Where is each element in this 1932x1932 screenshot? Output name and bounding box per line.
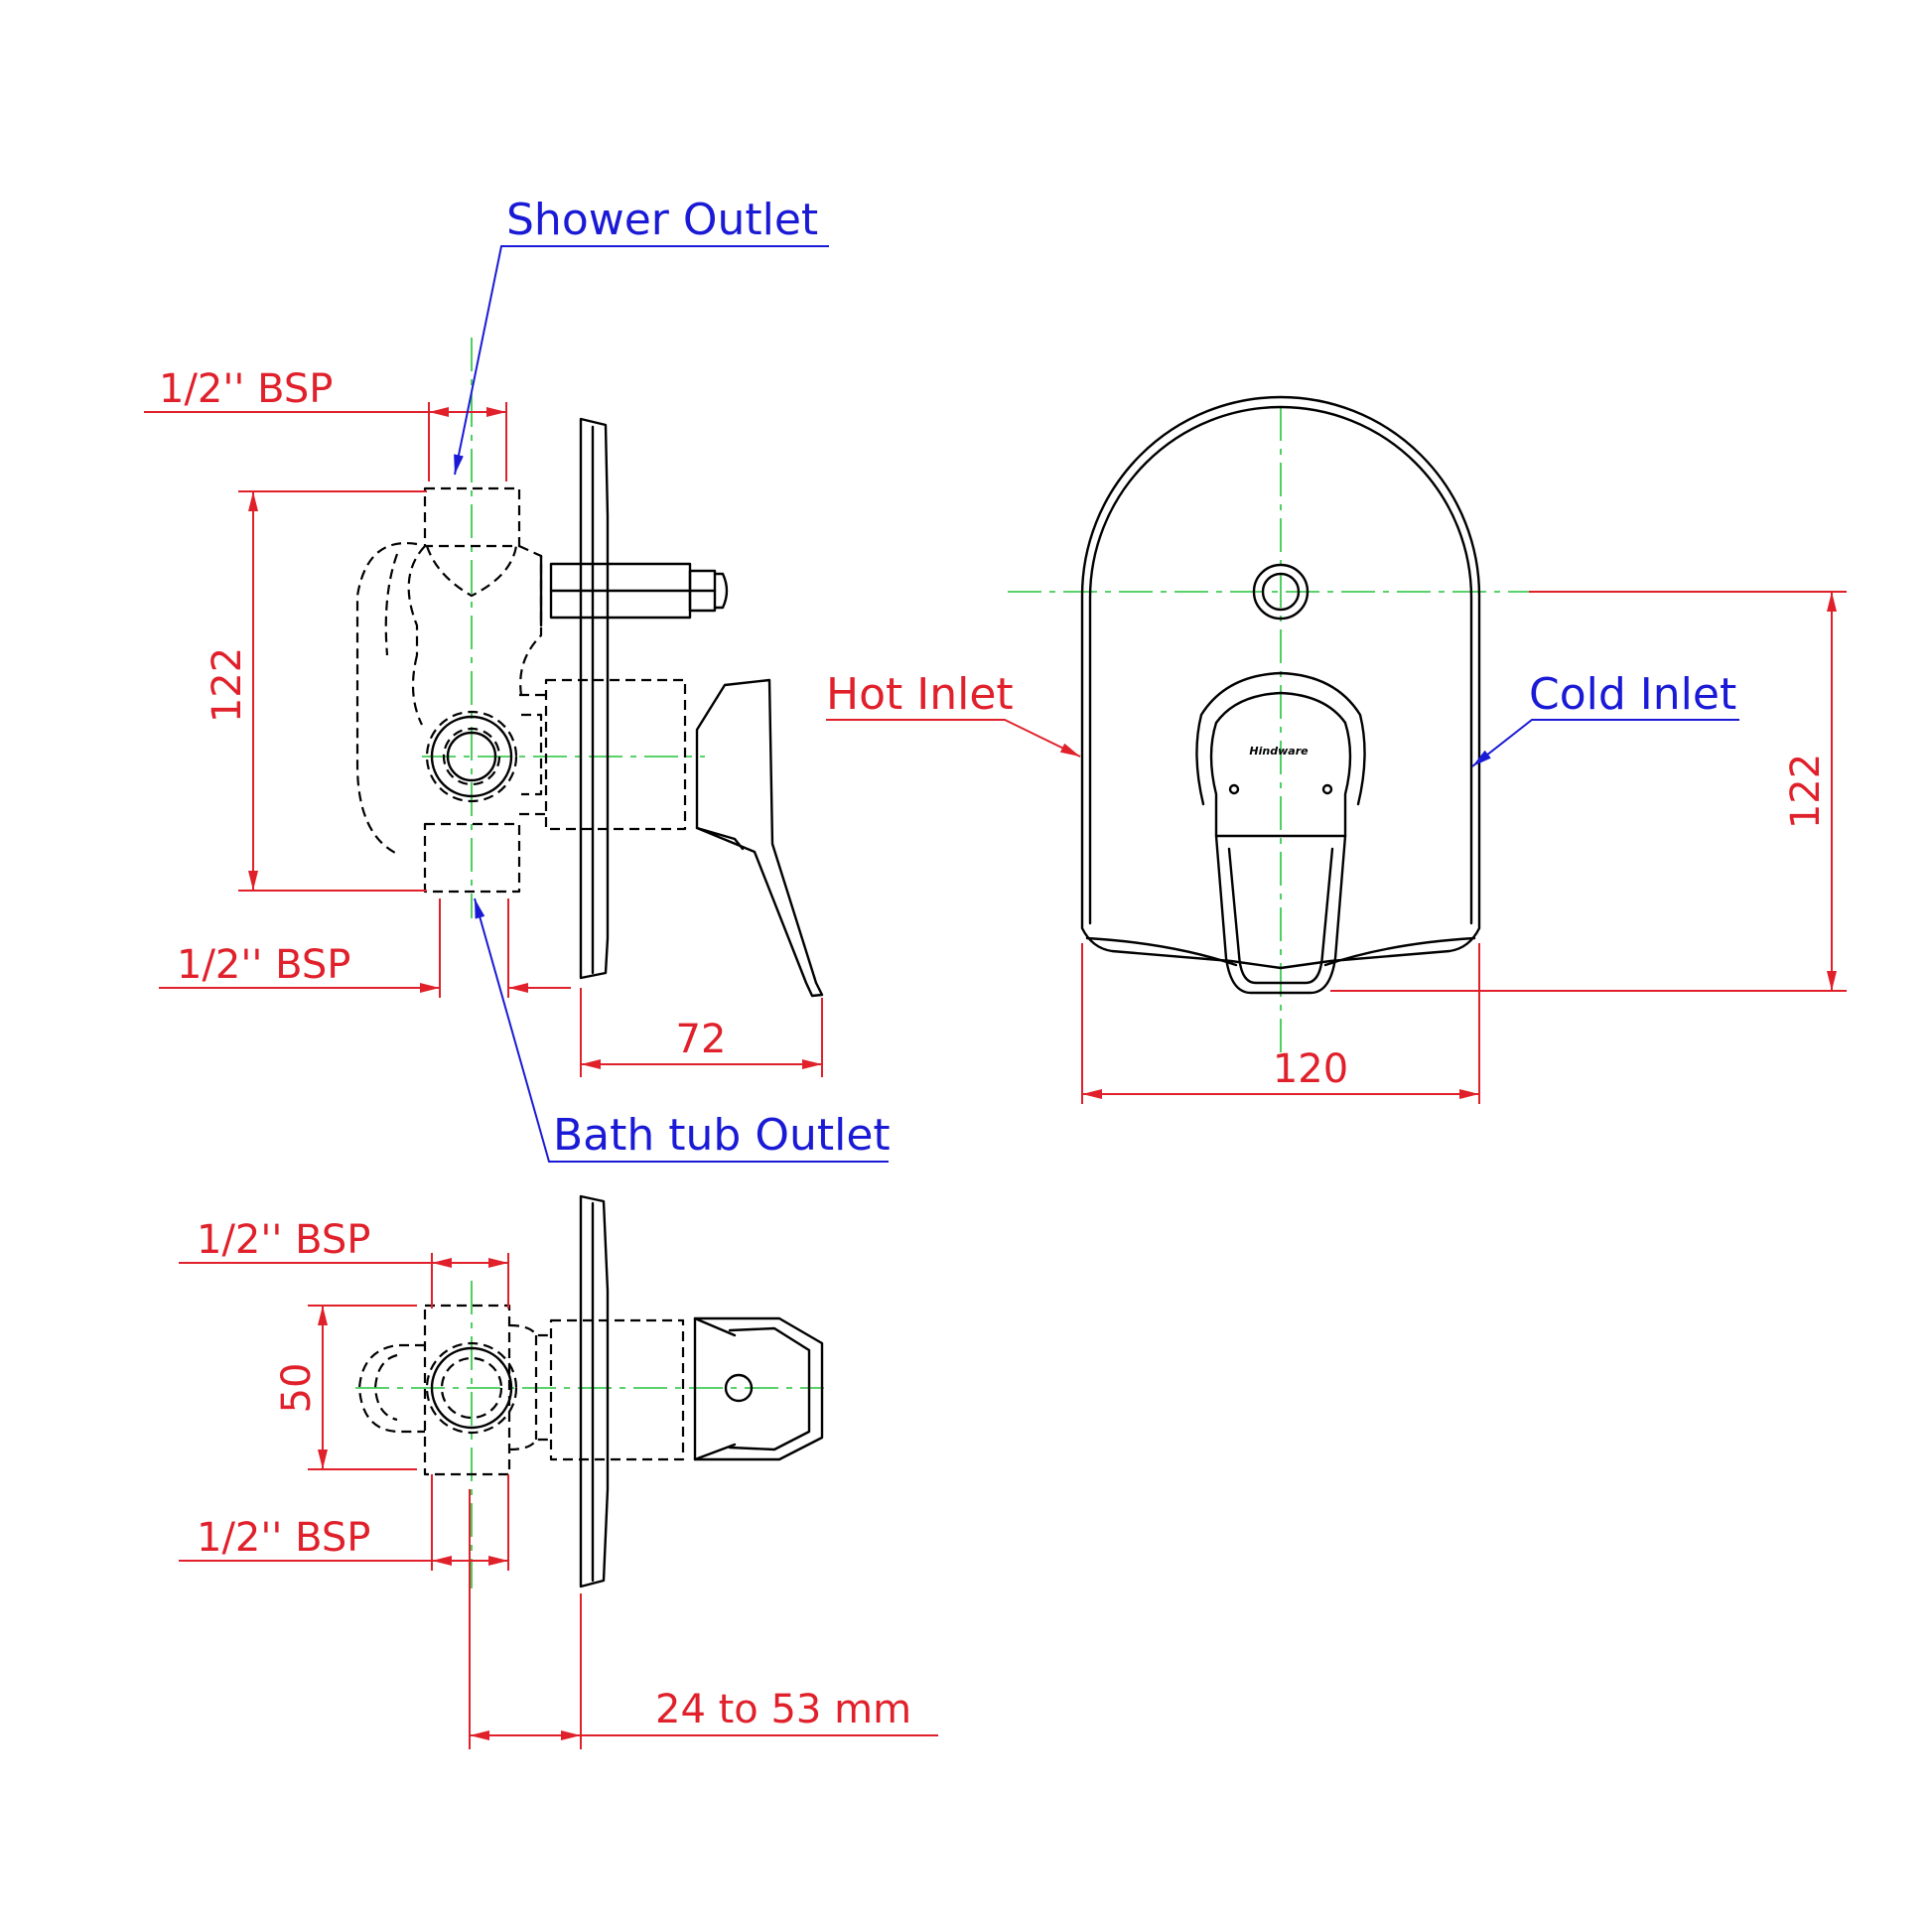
top-view-centerlines	[355, 1281, 824, 1588]
side-view: 1/2'' BSP 122 1/2'' BSP	[144, 195, 891, 1163]
top-view-cover-plate	[579, 1194, 610, 1588]
side-view-top-bsp-label: 1/2'' BSP	[159, 366, 333, 412]
top-view-width-dimension: 50	[274, 1305, 417, 1470]
side-view-top-bsp-dimension: 1/2'' BSP	[144, 366, 507, 482]
hot-inlet-callout: Hot Inlet	[826, 669, 1081, 758]
top-view: 1/2'' BSP 50 1/2'' BSP	[179, 1194, 938, 1749]
side-view-centerlines	[422, 338, 705, 918]
side-view-height-label: 122	[205, 647, 250, 723]
top-view-wall-range-label: 24 to 53 mm	[655, 1687, 911, 1732]
top-view-width-label: 50	[274, 1363, 320, 1414]
top-view-wall-range-dimension: 24 to 53 mm	[469, 1489, 938, 1749]
front-view-cover-plate	[1080, 395, 1481, 970]
cold-inlet-callout: Cold Inlet	[1471, 669, 1739, 767]
top-view-top-bsp-dimension: 1/2'' BSP	[179, 1217, 509, 1309]
shower-outlet-callout: Shower Outlet	[454, 195, 829, 476]
side-view-depth-dimension: 72	[580, 988, 823, 1077]
top-view-bottom-bsp-label: 1/2'' BSP	[197, 1515, 370, 1561]
side-view-bottom-bsp-dimension: 1/2'' BSP	[159, 898, 571, 998]
bath-tub-outlet-label: Bath tub Outlet	[553, 1110, 891, 1161]
top-view-bottom-bsp-dimension: 1/2'' BSP	[179, 1474, 509, 1571]
front-view-height-dimension: 122	[1330, 591, 1847, 992]
front-view-diverter-knob	[1252, 563, 1310, 621]
side-view-height-dimension: 122	[205, 490, 427, 892]
side-view-diverter-spindle	[539, 554, 729, 627]
side-view-cover-plate	[579, 417, 610, 980]
side-view-bottom-bsp-label: 1/2'' BSP	[177, 942, 350, 988]
front-view-centerlines	[1008, 407, 1529, 1052]
top-view-lever-handle	[693, 1316, 824, 1461]
cold-inlet-label: Cold Inlet	[1529, 669, 1736, 720]
front-view-lever-handle: Hindware	[1195, 671, 1366, 995]
front-view: Hindware 120 122 Hot Inlet	[826, 395, 1847, 1104]
front-view-width-label: 120	[1273, 1046, 1348, 1092]
top-view-valve-body	[357, 1304, 685, 1476]
side-view-lever-handle	[695, 678, 824, 998]
bath-tub-outlet-callout: Bath tub Outlet	[474, 897, 891, 1163]
front-view-width-dimension: 120	[1081, 943, 1480, 1104]
hot-inlet-label: Hot Inlet	[826, 669, 1014, 720]
front-view-brand-logo: Hindware	[1249, 745, 1309, 758]
side-view-valve-body	[355, 486, 687, 894]
shower-outlet-label: Shower Outlet	[506, 195, 818, 245]
top-view-top-bsp-label: 1/2'' BSP	[197, 1217, 370, 1263]
side-view-depth-label: 72	[676, 1017, 727, 1062]
front-view-height-label: 122	[1783, 754, 1829, 829]
